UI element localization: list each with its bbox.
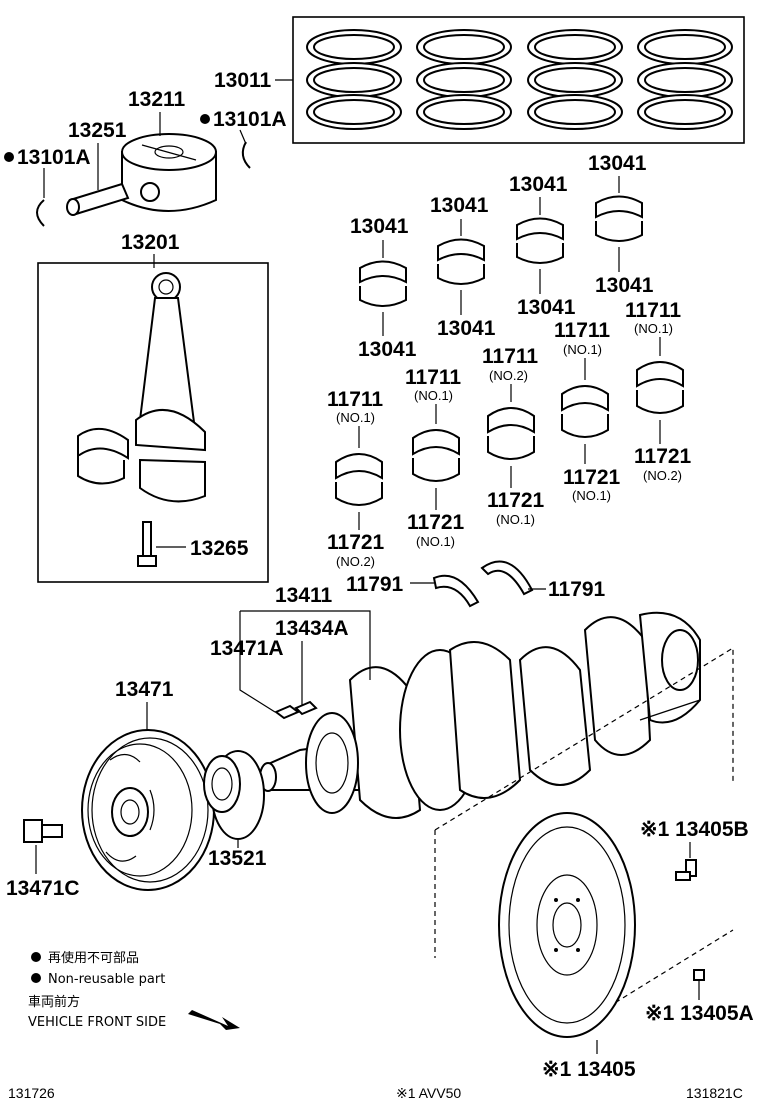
- rod-bolt[interactable]: [137, 521, 157, 567]
- label-main-lower-4: 11721: [563, 466, 621, 489]
- connecting-rod[interactable]: [135, 272, 206, 503]
- crank-timing-gear[interactable]: [305, 712, 359, 814]
- connecting-rod-box: [37, 262, 269, 583]
- footer-center-note: ※1 AVV50: [396, 1085, 461, 1101]
- non-reusable-dot-icon: [31, 973, 41, 983]
- label-main-lower-3: 11721: [487, 489, 545, 512]
- label-rod-bearing-4: 13041: [437, 317, 496, 340]
- note-main-upper-4: (NO.1): [563, 342, 602, 357]
- note-main-upper-2: (NO.1): [414, 388, 453, 403]
- label-rod-bearing-5: 13041: [509, 173, 568, 196]
- label-rod-bolt: 13265: [190, 537, 249, 560]
- crankshaft[interactable]: [259, 611, 701, 819]
- flywheel[interactable]: [434, 646, 734, 1038]
- legend-front-jp: 車両前方: [28, 994, 80, 1010]
- note-main-upper-1: (NO.1): [336, 410, 375, 425]
- snap-ring-left[interactable]: [36, 199, 45, 227]
- label-piston: 13211: [128, 88, 186, 111]
- label-piston-ring-set: 13011: [214, 69, 272, 92]
- label-main-upper-5: 11711: [625, 299, 681, 322]
- footer-right-code: 131821C: [686, 1085, 743, 1101]
- note-main-lower-5: (NO.2): [643, 468, 682, 483]
- label-thrust-washer-right: 11791: [548, 578, 606, 601]
- crank-pulley[interactable]: [81, 729, 215, 891]
- rod-bearing[interactable]: [77, 428, 129, 485]
- note-main-lower-4: (NO.1): [572, 488, 611, 503]
- label-main-lower-2: 11721: [407, 511, 465, 534]
- label-pulley-bolt: 13471C: [6, 877, 80, 900]
- label-pulley-key: 13471A: [210, 637, 284, 660]
- label-main-lower-5: 11721: [634, 445, 692, 468]
- piston-pin[interactable]: [66, 182, 130, 216]
- piston-ring-set[interactable]: [292, 16, 745, 144]
- piston[interactable]: [121, 133, 217, 212]
- label-flywheel: ※1 13405: [542, 1058, 636, 1081]
- label-snap-ring-right: 13101A: [213, 108, 287, 131]
- thrust-washer-right[interactable]: [480, 560, 534, 596]
- label-main-upper-1: 11711: [327, 388, 383, 411]
- label-crankshaft: 13411: [275, 584, 333, 607]
- note-main-lower-2: (NO.1): [416, 534, 455, 549]
- legend-non-reusable-en: Non-reusable part: [48, 972, 165, 987]
- pulley-key[interactable]: [274, 704, 300, 720]
- label-rod-bearing-1: 13041: [350, 215, 409, 238]
- main-bearing-pairs[interactable]: [335, 361, 684, 506]
- legend-non-reusable-jp: 再使用不可部品: [48, 950, 139, 966]
- flywheel-pin[interactable]: [693, 969, 705, 981]
- non-reusable-dot-icon: [200, 114, 210, 124]
- label-flywheel-bolt: ※1 13405B: [640, 818, 749, 841]
- note-main-lower-3: (NO.1): [496, 512, 535, 527]
- pulley-bolt[interactable]: [23, 819, 63, 843]
- label-rod-bearing-7: 13041: [588, 152, 647, 175]
- rod-bearing-pairs[interactable]: [359, 195, 643, 307]
- non-reusable-dot-icon: [31, 952, 41, 962]
- snap-ring-right[interactable]: [241, 141, 251, 169]
- note-main-upper-3: (NO.2): [489, 368, 528, 383]
- label-connecting-rod: 13201: [121, 231, 180, 254]
- crank-key[interactable]: [294, 700, 318, 716]
- label-rod-bearing-2: 13041: [358, 338, 417, 361]
- footer-left-code: 131726: [8, 1085, 55, 1101]
- label-crank-sprocket: 13521: [208, 847, 267, 870]
- non-reusable-dot-icon: [4, 152, 14, 162]
- front-direction-arrow-icon: [188, 1010, 240, 1030]
- label-rod-bearing-8: 13041: [595, 274, 654, 297]
- legend-front-en: VEHICLE FRONT SIDE: [28, 1015, 166, 1030]
- label-rod-bearing-3: 13041: [430, 194, 489, 217]
- label-main-lower-1: 11721: [327, 531, 385, 554]
- note-main-upper-5: (NO.1): [634, 321, 673, 336]
- label-main-upper-3: 11711: [482, 345, 538, 368]
- label-thrust-washer-left: 11791: [346, 573, 404, 596]
- flywheel-bolt[interactable]: [675, 859, 697, 881]
- thrust-washer-left[interactable]: [432, 574, 480, 608]
- label-crank-pulley: 13471: [115, 678, 174, 701]
- label-crank-key: 13434A: [275, 617, 349, 640]
- label-main-upper-4: 11711: [554, 319, 610, 342]
- label-snap-ring-left: 13101A: [17, 146, 91, 169]
- label-flywheel-pin: ※1 13405A: [645, 1002, 754, 1025]
- label-main-upper-2: 11711: [405, 366, 461, 389]
- label-piston-pin: 13251: [68, 119, 127, 142]
- crank-sprocket[interactable]: [203, 750, 265, 840]
- label-rod-bearing-6: 13041: [517, 296, 576, 319]
- note-main-lower-1: (NO.2): [336, 554, 375, 569]
